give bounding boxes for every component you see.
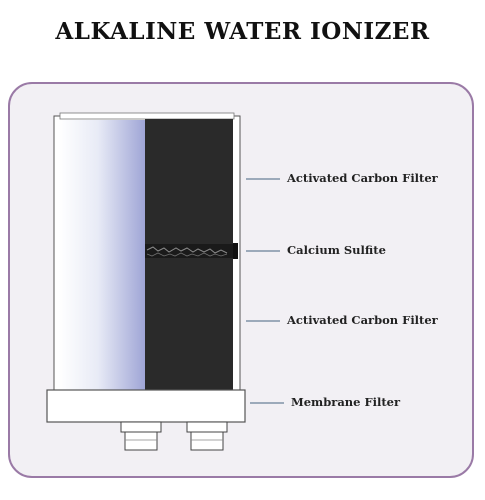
cartridge-top-rim xyxy=(59,112,235,120)
clear-housing xyxy=(59,120,145,390)
membrane-filter-base xyxy=(46,389,246,423)
calcium-sulfite-band xyxy=(145,243,238,259)
diagram-title: ALKALINE WATER IONIZER xyxy=(55,18,430,45)
label-membrane-filter: Membrane Filter xyxy=(291,395,401,409)
label-activated-carbon-filter-bottom: Activated Carbon Filter xyxy=(287,313,438,327)
left-connector-fitting xyxy=(120,421,162,451)
right-connector-fitting xyxy=(186,421,228,451)
label-calcium-sulfite: Calcium Sulfite xyxy=(287,243,386,257)
label-activated-carbon-filter-top: Activated Carbon Filter xyxy=(287,171,438,185)
